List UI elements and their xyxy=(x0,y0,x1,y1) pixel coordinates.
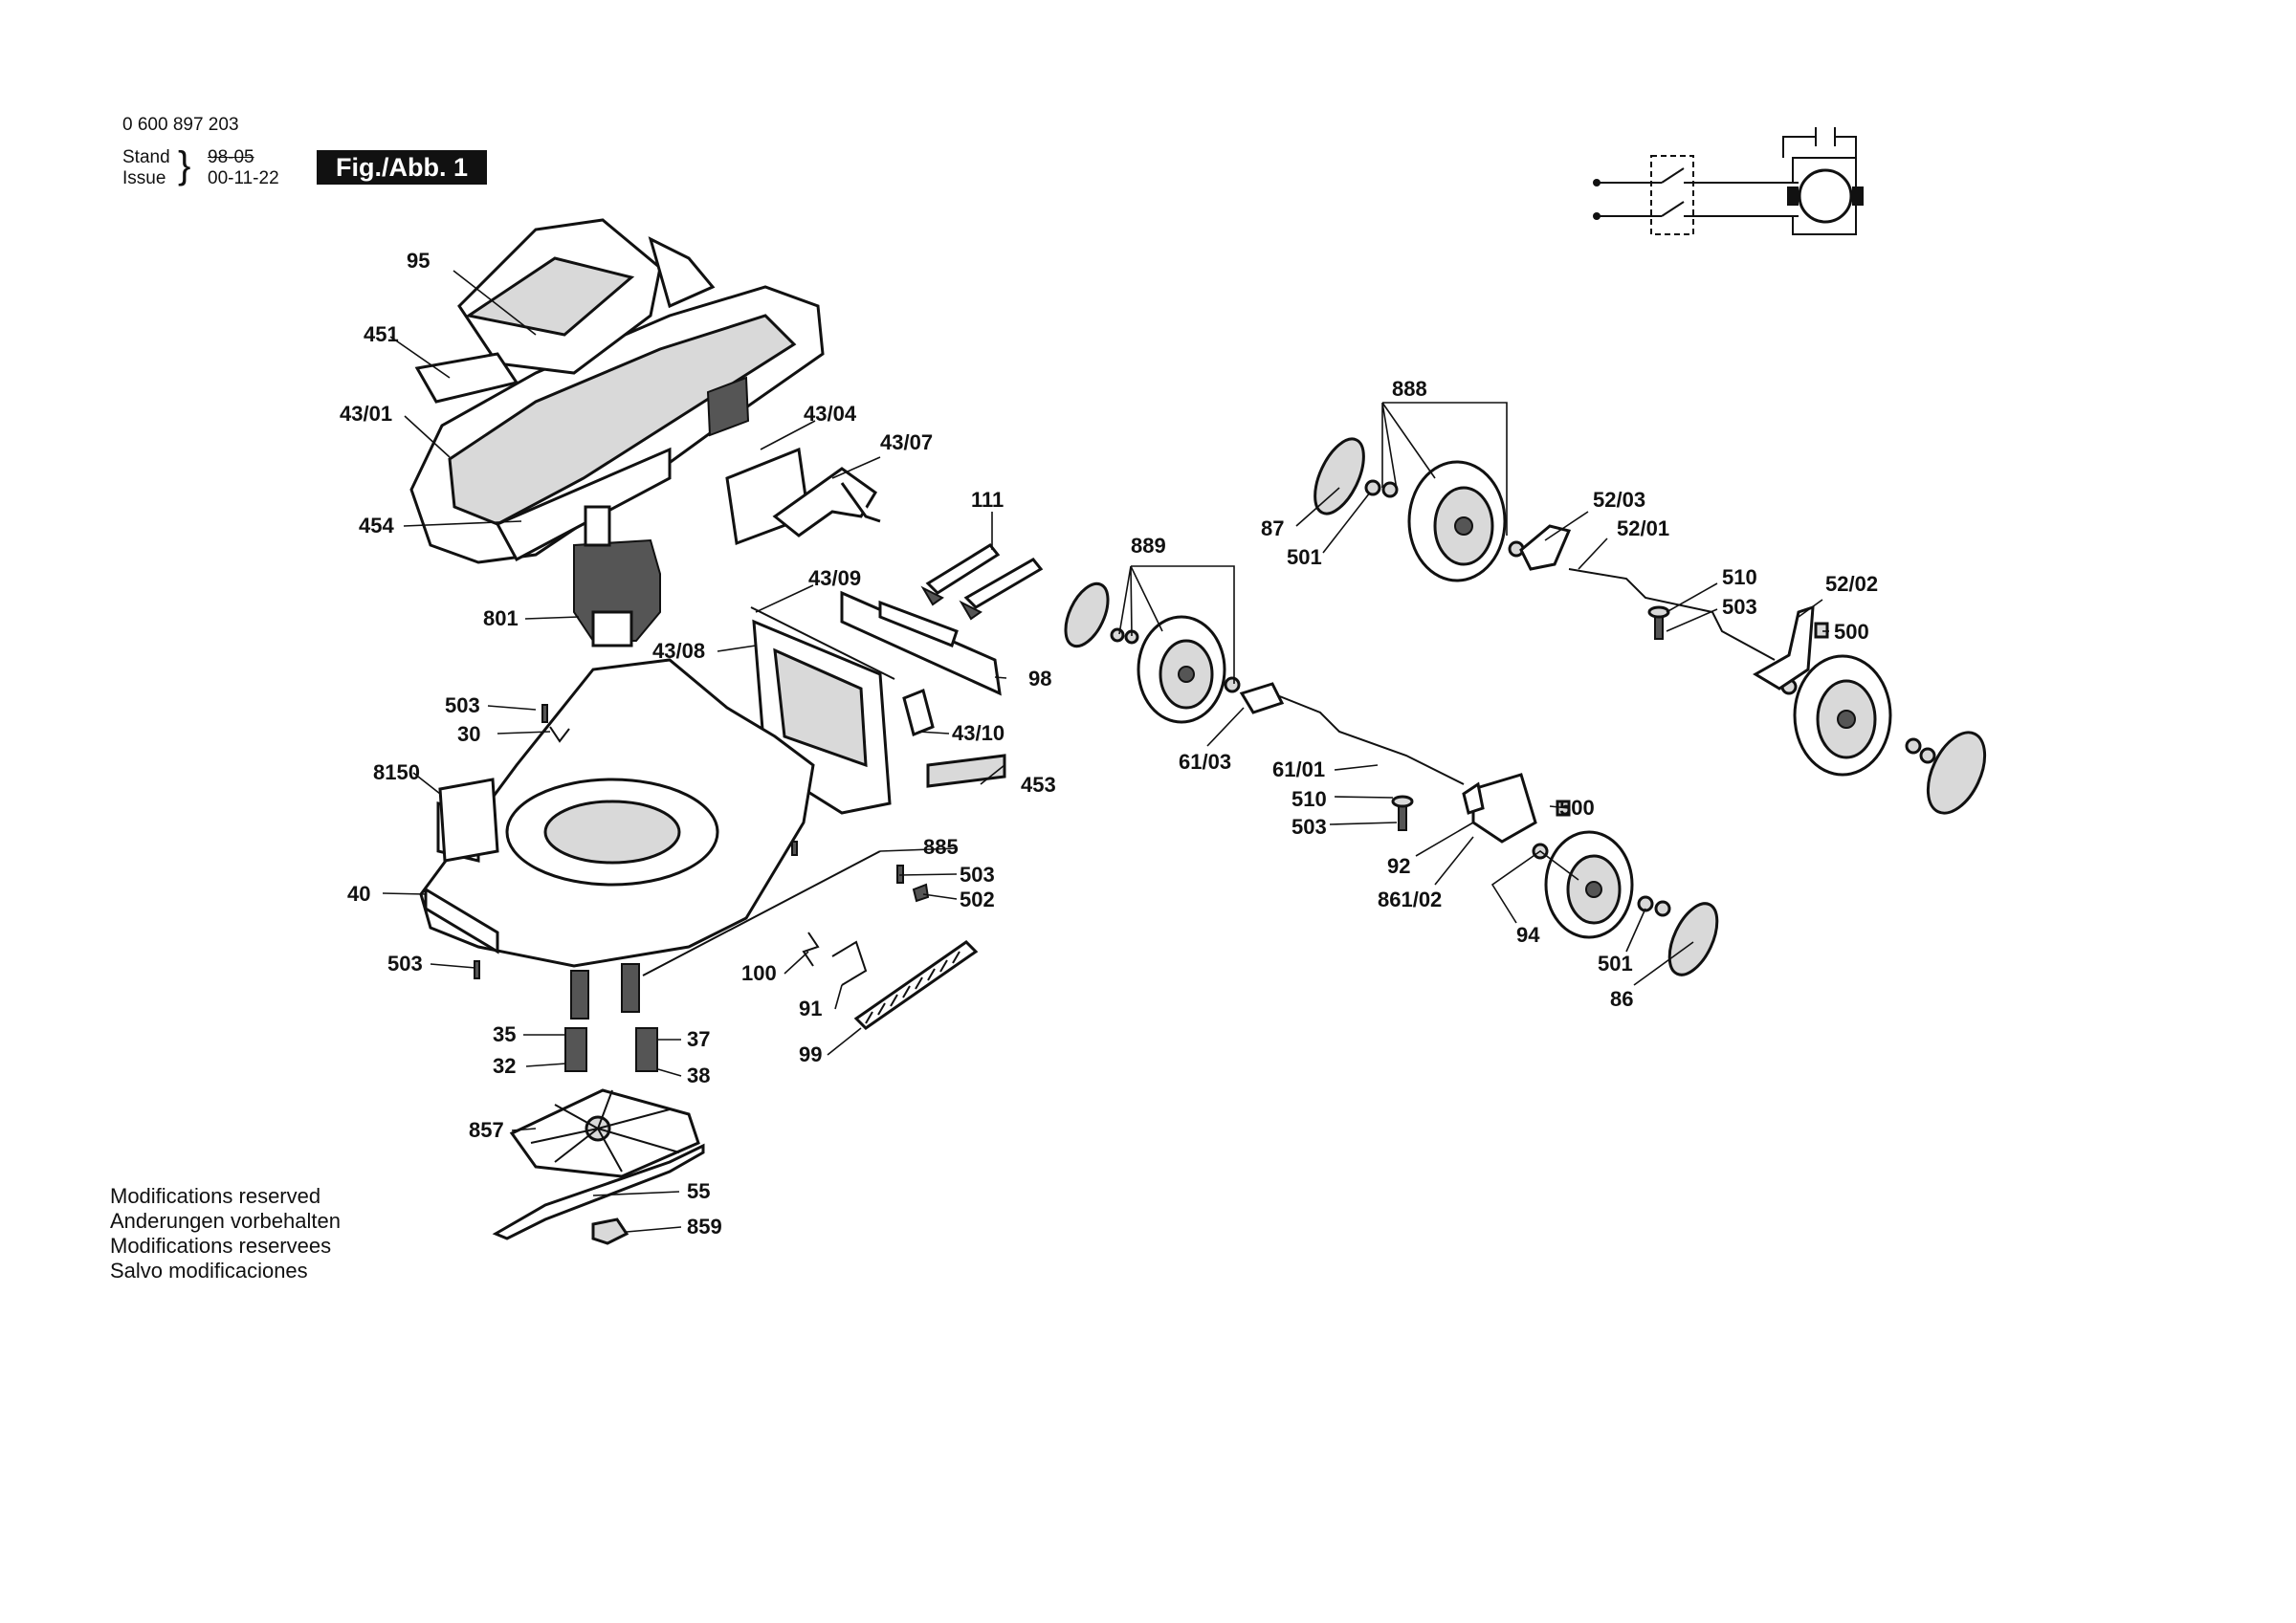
callout-95: 95 xyxy=(407,249,430,273)
callout-43-10: 43/10 xyxy=(952,721,1004,745)
issue-label: Issue xyxy=(122,168,166,188)
callout-8150: 8150 xyxy=(373,760,420,784)
callout-labels: 95 451 43/01 454 801 43/04 43/07 111 43/… xyxy=(340,249,1878,1239)
callout-100: 100 xyxy=(741,961,777,985)
callout-501-bottom: 501 xyxy=(1598,952,1633,976)
stand-label: Stand xyxy=(122,147,170,167)
callout-61-01: 61/01 xyxy=(1272,757,1325,781)
small-screws xyxy=(474,704,930,979)
callout-98: 98 xyxy=(1028,667,1051,691)
callout-451: 451 xyxy=(364,322,399,346)
wheel-rear-right xyxy=(1793,654,1892,777)
callout-91: 91 xyxy=(799,997,822,1020)
housing xyxy=(419,658,815,968)
callout-502: 502 xyxy=(960,888,995,911)
callout-888: 888 xyxy=(1392,377,1427,401)
callout-885: 885 xyxy=(923,835,959,859)
callout-454: 454 xyxy=(359,514,394,537)
callout-503-top: 503 xyxy=(445,693,480,717)
callout-453: 453 xyxy=(1021,773,1056,797)
cutting-blade xyxy=(492,1143,705,1240)
bolts xyxy=(564,963,658,1072)
callout-889: 889 xyxy=(1131,534,1166,558)
deflector-parts xyxy=(902,688,1006,788)
fan-blade xyxy=(509,1088,700,1178)
callout-503-mid: 503 xyxy=(960,863,995,887)
callout-500-bottom: 500 xyxy=(1559,796,1595,820)
callout-52-01: 52/01 xyxy=(1617,516,1669,540)
stand-date-old: 98-05 xyxy=(208,147,254,167)
callout-94: 94 xyxy=(1516,923,1540,947)
wheel-front-left xyxy=(1137,615,1226,724)
callout-503-right: 503 xyxy=(1722,595,1757,619)
callout-87: 87 xyxy=(1261,516,1284,540)
callout-38: 38 xyxy=(687,1064,710,1087)
callout-55: 55 xyxy=(687,1179,710,1203)
callout-61-03: 61/03 xyxy=(1179,750,1231,774)
issue-date: 00-11-22 xyxy=(208,168,279,188)
motor xyxy=(573,505,661,647)
callout-859: 859 xyxy=(687,1215,722,1239)
note-fr: Modifications reservees xyxy=(110,1234,332,1258)
blade-nut xyxy=(591,1217,629,1245)
callout-857: 857 xyxy=(469,1118,504,1142)
hubcap-rear-right xyxy=(1926,731,1987,815)
callout-43-07: 43/07 xyxy=(880,430,933,454)
circuit-schematic xyxy=(1593,127,1864,235)
note-es: Salvo modificaciones xyxy=(110,1259,308,1283)
note-de: Anderungen vorbehalten xyxy=(110,1209,341,1233)
leader-lines xyxy=(382,270,1829,1233)
brace-icon: } xyxy=(178,144,191,186)
warning-label xyxy=(438,778,499,863)
part-number: 0 600 897 203 xyxy=(122,115,239,135)
callout-43-04: 43/04 xyxy=(804,402,857,426)
spring-parts xyxy=(802,932,868,986)
wheel-front-right xyxy=(1544,830,1634,939)
hubcap-rear-left xyxy=(1314,437,1365,515)
callout-501-top: 501 xyxy=(1287,545,1322,569)
callout-510-top: 510 xyxy=(1722,565,1757,589)
callout-503-bottom: 503 xyxy=(387,952,423,976)
callout-52-02: 52/02 xyxy=(1825,572,1878,596)
footer-notes: Modifications reserved Anderungen vorbeh… xyxy=(110,1184,341,1283)
callout-43-09: 43/09 xyxy=(808,566,861,590)
callout-99: 99 xyxy=(799,1042,822,1066)
coil-spring xyxy=(853,940,979,1030)
callout-500-top: 500 xyxy=(1834,620,1869,644)
axle-rod-rear xyxy=(642,850,881,976)
hubcap-front-left xyxy=(1064,581,1110,648)
callout-30: 30 xyxy=(457,722,480,746)
motor-cover xyxy=(409,218,825,564)
callout-52-03: 52/03 xyxy=(1593,488,1645,512)
callout-111: 111 xyxy=(971,488,1004,512)
clips xyxy=(920,543,1044,621)
cover-parts xyxy=(725,447,881,546)
note-en: Modifications reserved xyxy=(110,1184,321,1208)
callout-43-01: 43/01 xyxy=(340,402,392,426)
callout-35: 35 xyxy=(493,1022,516,1046)
callout-861-02: 861/02 xyxy=(1378,888,1442,911)
axle-assemblies xyxy=(1239,524,1815,844)
washers xyxy=(1110,479,1936,917)
callout-510-bottom: 510 xyxy=(1292,787,1327,811)
hubcap-front-right xyxy=(1667,902,1719,976)
callout-37: 37 xyxy=(687,1027,710,1051)
bolts-right xyxy=(1391,605,1829,831)
callout-32: 32 xyxy=(493,1054,516,1078)
callout-43-08: 43/08 xyxy=(652,639,705,663)
callout-86: 86 xyxy=(1610,987,1633,1011)
callout-503-lower: 503 xyxy=(1292,815,1327,839)
callout-801: 801 xyxy=(483,606,519,630)
callout-40: 40 xyxy=(347,882,370,906)
figure-label: Fig./Abb. 1 xyxy=(317,150,487,185)
callout-92: 92 xyxy=(1387,854,1410,878)
panel-and-rods xyxy=(750,590,1002,696)
wheel-rear-left xyxy=(1407,460,1507,582)
